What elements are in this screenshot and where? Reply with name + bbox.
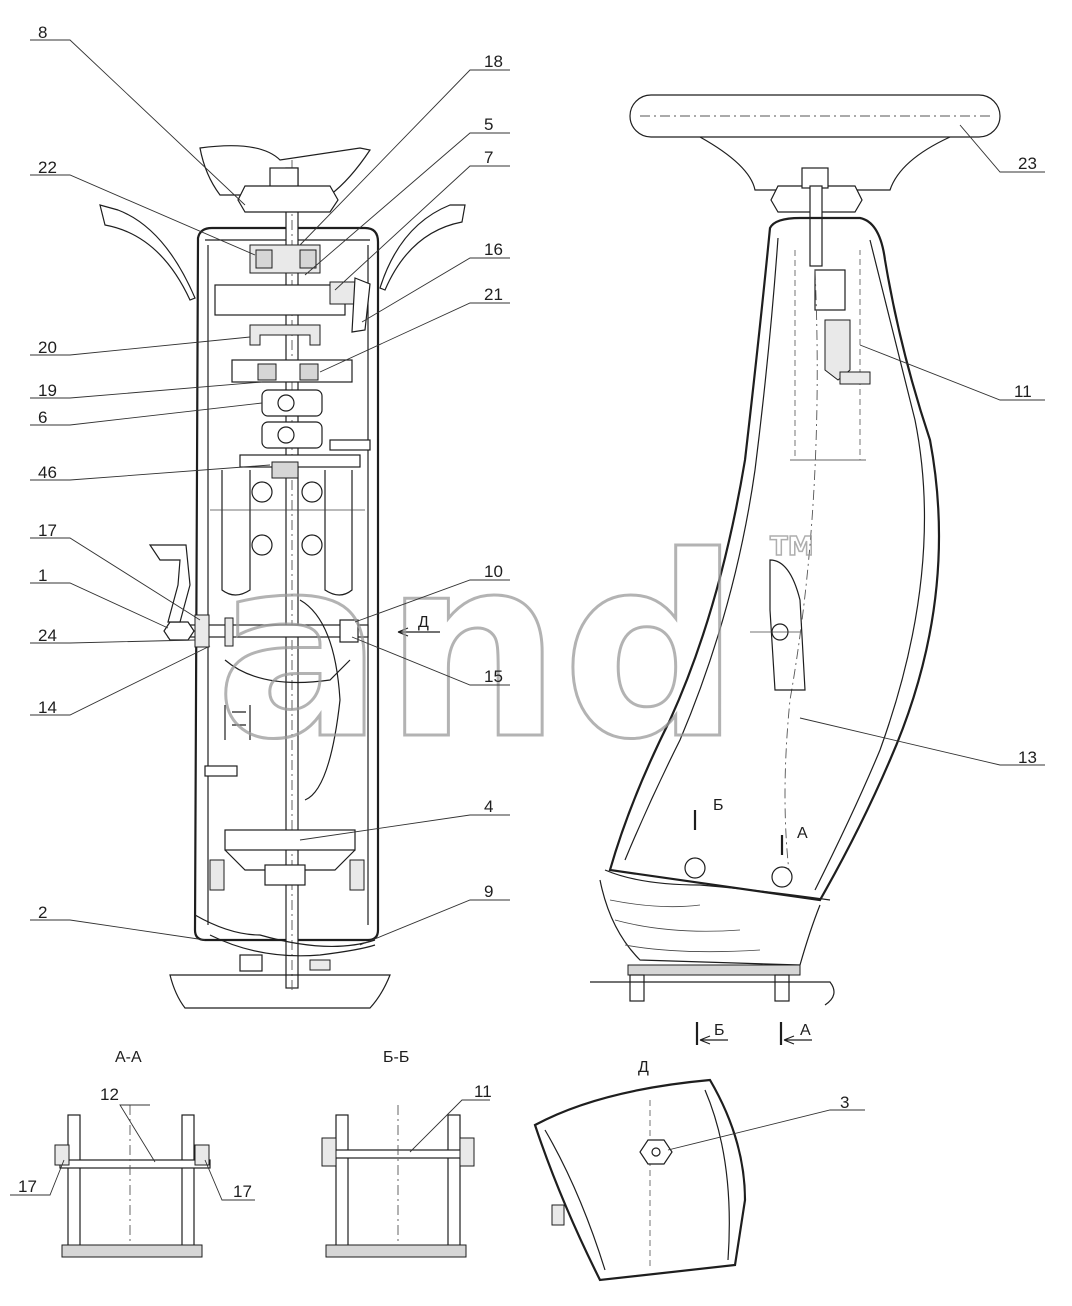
callout-5: 5 [484, 115, 493, 134]
watermark-text: and [215, 503, 741, 794]
section-titles: А-А Б-Б Д Д Б А Б А [115, 614, 811, 1076]
callout-8: 8 [38, 23, 47, 42]
callout-18: 18 [484, 52, 503, 71]
callout-13: 13 [1018, 748, 1037, 767]
watermark: and TM [214, 502, 815, 796]
callout-17-right: 17 [233, 1182, 252, 1201]
section-mark-b-bottom: Б [714, 1022, 725, 1039]
section-mark-a-bottom: А [800, 1022, 811, 1039]
section-b-b [321, 1105, 475, 1258]
view-title-d: Д [638, 1059, 649, 1076]
callout-17: 17 [38, 521, 57, 540]
callout-4: 4 [484, 797, 493, 816]
section-title-a-a: А-А [115, 1049, 142, 1066]
callout-12: 12 [100, 1085, 119, 1104]
callout-17-left: 17 [18, 1177, 37, 1196]
callout-10: 10 [484, 562, 503, 581]
callout-3: 3 [840, 1093, 849, 1112]
callout-21: 21 [484, 285, 503, 304]
callout-19: 19 [38, 381, 57, 400]
callout-23: 23 [1018, 154, 1037, 173]
front-section-view [99, 145, 466, 1009]
callout-11-section: 11 [474, 1082, 492, 1101]
side-view [397, 94, 1001, 1045]
callout-46: 46 [38, 463, 57, 482]
callout-11: 11 [1014, 382, 1032, 401]
callout-1: 1 [38, 566, 47, 585]
view-d [533, 1078, 747, 1282]
callout-16: 16 [484, 240, 503, 259]
callout-labels: 8 18 5 7 22 16 21 20 19 6 46 17 1 24 14 … [18, 23, 1037, 1201]
callout-6: 6 [38, 408, 47, 427]
section-title-b-b: Б-Б [383, 1049, 409, 1066]
watermark-trademark: TM [770, 532, 814, 562]
section-mark-a: А [797, 825, 808, 842]
section-mark-b: Б [713, 797, 724, 814]
callout-9: 9 [484, 882, 493, 901]
callout-15: 15 [484, 667, 503, 686]
view-mark-d-arrow: Д [418, 614, 429, 631]
callout-22: 22 [38, 158, 57, 177]
section-a-a [54, 1105, 211, 1258]
callout-2: 2 [38, 903, 47, 922]
leader-lines [10, 39, 1045, 1201]
callout-7: 7 [484, 148, 493, 167]
callout-20: 20 [38, 338, 57, 357]
callout-24: 24 [38, 626, 57, 645]
callout-14: 14 [38, 698, 57, 717]
